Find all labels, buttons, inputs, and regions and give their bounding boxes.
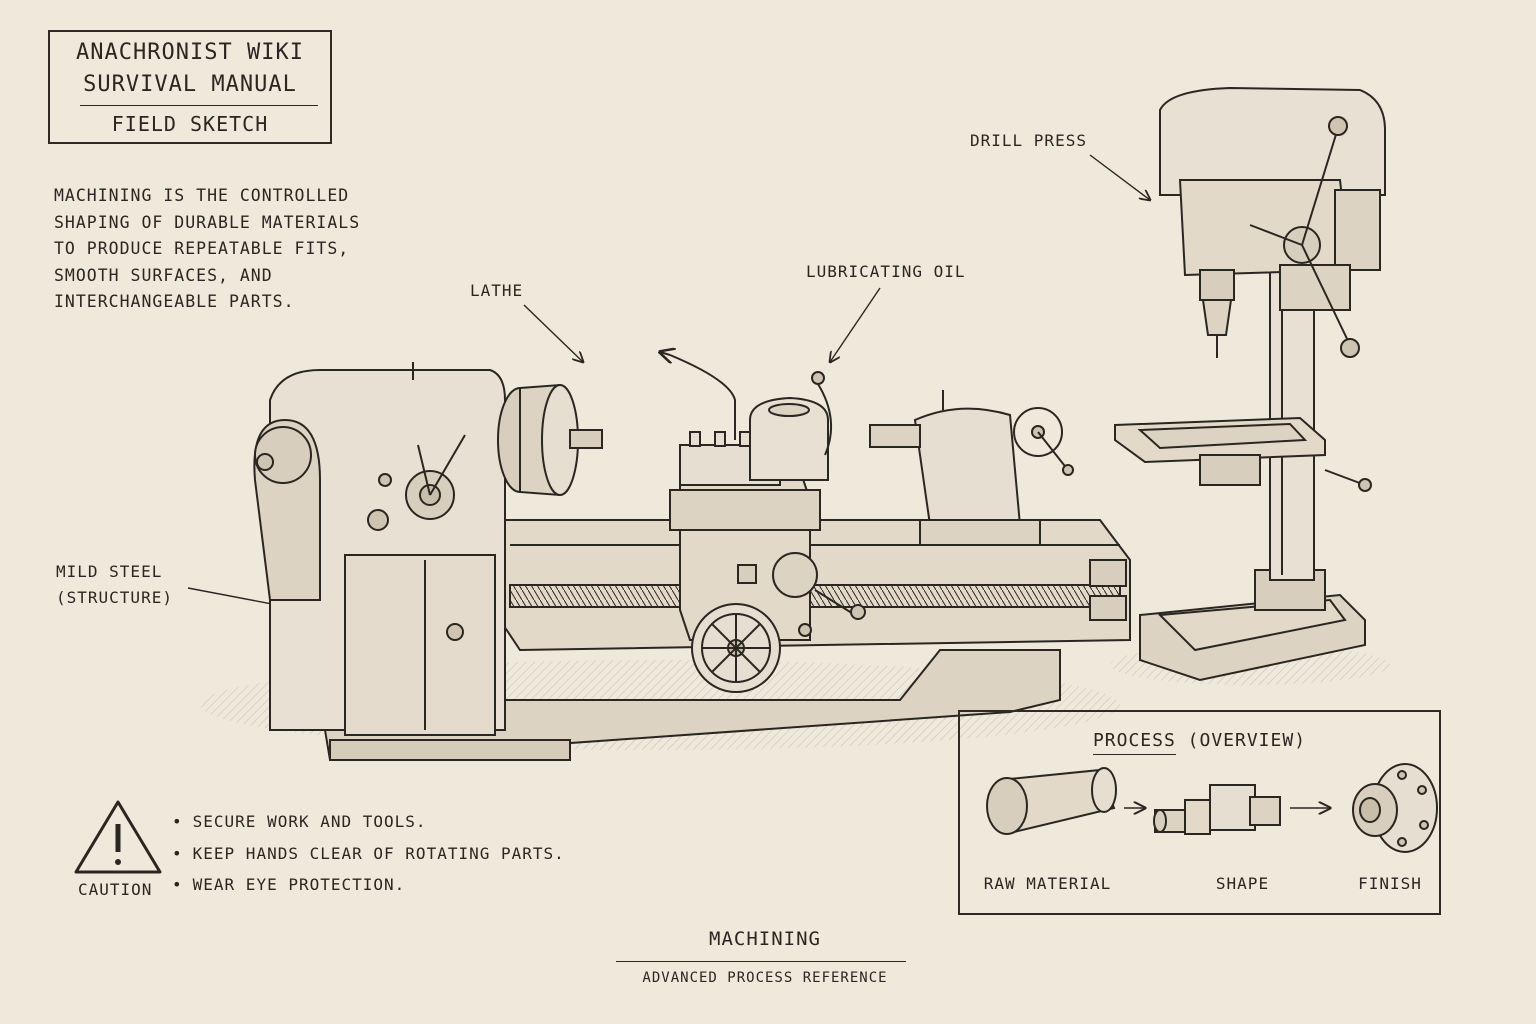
safety-bullets: SECURE WORK AND TOOLS. KEEP HANDS CLEAR … (172, 806, 565, 901)
stage-finish-label: FINISH (1358, 874, 1422, 893)
process-overview-box: PROCESS (OVERVIEW) RAW MATERIAL SHAPE FI… (958, 710, 1441, 915)
title-line-1: ANACHRONIST WIKI (76, 40, 304, 65)
raw-material-icon (986, 767, 1117, 835)
title-divider (80, 105, 318, 106)
safety-bullet: WEAR EYE PROTECTION. (172, 869, 565, 901)
intro-line: TO PRODUCE REPEATABLE FITS, (54, 239, 350, 258)
stage-shape-label: SHAPE (1215, 874, 1270, 893)
title-line-2: SURVIVAL MANUAL (83, 72, 297, 97)
process-title-sub: (OVERVIEW) (1187, 730, 1307, 751)
stage-raw-material-label: RAW MATERIAL (983, 874, 1112, 893)
safety-bullet: SECURE WORK AND TOOLS. (172, 806, 565, 838)
title-box: ANACHRONIST WIKI SURVIVAL MANUAL FIELD S… (48, 30, 332, 144)
safety-bullet: KEEP HANDS CLEAR OF ROTATING PARTS. (172, 838, 565, 870)
footer-title: MACHINING (709, 928, 821, 950)
lathe-label: LATHE (470, 281, 524, 300)
intro-line: SHAPING OF DURABLE MATERIALS (54, 212, 361, 232)
mild-steel-sub-label: (STRUCTURE) (56, 588, 173, 607)
intro-text: MACHINING IS THE CONTROLLED SHAPING OF D… (54, 183, 394, 316)
drill-press-icon (1114, 86, 1386, 682)
shaped-part-icon (1153, 784, 1281, 835)
footer-subtitle: ADVANCED PROCESS REFERENCE (642, 970, 888, 986)
intro-line: SMOOTH SURFACES, AND (54, 265, 273, 285)
title-line-3: FIELD SKETCH (111, 112, 269, 136)
caution-label: CAUTION (78, 880, 153, 899)
process-title: PROCESS (OVERVIEW) (960, 730, 1439, 755)
intro-line: MACHINING IS THE CONTROLLED (54, 186, 350, 205)
intro-line: INTERCHANGEABLE PARTS. (54, 292, 295, 311)
drill-press-label: DRILL PRESS (970, 131, 1087, 150)
process-title-main: PROCESS (1092, 730, 1176, 755)
lubricating-oil-label: LUBRICATING OIL (806, 262, 966, 281)
mild-steel-label: MILD STEEL (56, 562, 163, 581)
warning-icon (74, 800, 162, 874)
finished-part-icon (1352, 763, 1438, 853)
lathe-icon (253, 352, 1131, 762)
footer-divider (616, 961, 906, 962)
